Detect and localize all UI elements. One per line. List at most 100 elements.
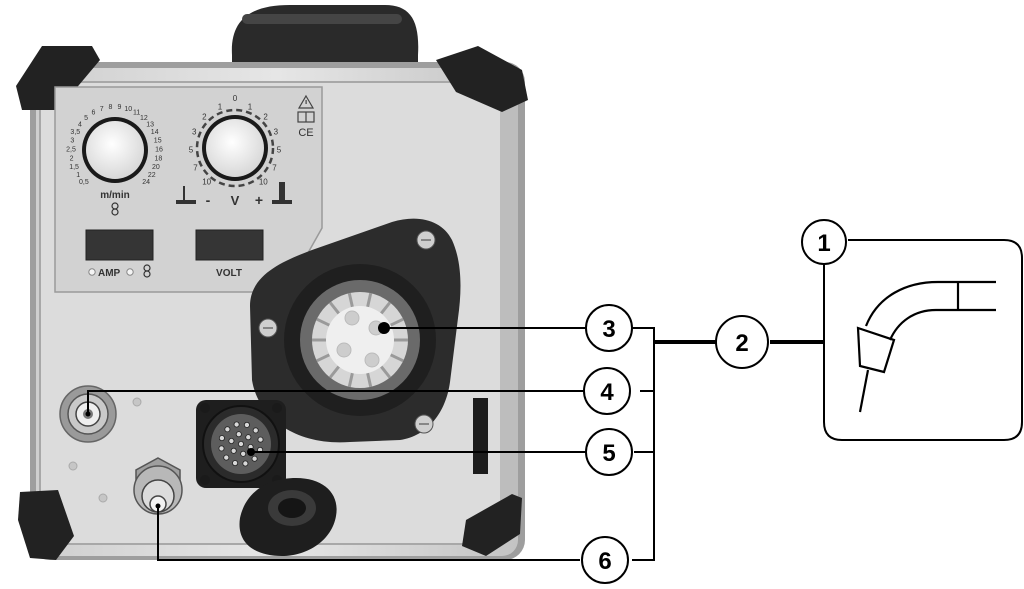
torch-glyph-icon (111, 202, 119, 216)
socket-pin (224, 426, 231, 433)
voltage-minus: - (206, 192, 211, 208)
socket-pin (233, 421, 240, 428)
voltage-tick-label: 7 (193, 163, 198, 172)
voltage-tick-label: 7 (272, 163, 277, 172)
wire-speed-tick-label: 5 (84, 115, 88, 122)
wire-speed-knob[interactable] (82, 117, 148, 183)
volt-display (195, 229, 264, 261)
vent-slot (473, 398, 488, 474)
socket-pin (230, 447, 237, 454)
welding-torch-box (823, 239, 1023, 441)
voltage-tick-label: 2 (263, 112, 268, 121)
voltage-tick-label: 3 (274, 128, 279, 137)
volt-display-label: VOLT (216, 268, 242, 279)
socket-pin (252, 427, 259, 434)
voltage-tick-label: 1 (218, 103, 223, 112)
socket-pin (218, 445, 225, 452)
warning-icon (297, 94, 315, 109)
voltage-tick-label: 5 (189, 146, 194, 155)
socket-pin (240, 450, 247, 457)
carry-handle (231, 5, 419, 68)
connector-fin (328, 301, 340, 315)
connector-fin (366, 292, 373, 308)
wire-indicator-led (126, 268, 134, 276)
connector-fin (347, 372, 354, 388)
socket-cap (239, 478, 337, 556)
socket-pin (218, 435, 225, 442)
connector-fin (380, 365, 392, 379)
connector-fin (316, 317, 331, 327)
wire-indicator-icon (143, 264, 151, 278)
wire-speed-tick-label: 16 (155, 147, 163, 154)
connector-fin (389, 317, 404, 327)
wire-speed-tick-label: 24 (142, 179, 150, 186)
wire-speed-tick-label: 6 (91, 110, 95, 117)
callout-4: 4 (583, 367, 631, 415)
svg-text:3: 3 (602, 316, 615, 343)
socket-pin (257, 436, 264, 443)
socket-pin (243, 421, 250, 428)
socket-pin (235, 431, 242, 438)
welding-torch-icon (856, 280, 996, 413)
wire-speed-tick-label: 4 (78, 121, 82, 128)
low-level-icon (176, 186, 196, 204)
wire-speed-tick-label: 10 (124, 106, 132, 113)
wire-speed-tick-label: 0,5 (79, 179, 89, 186)
central-torch-connector[interactable] (250, 218, 461, 443)
coupling-socket-lower[interactable] (133, 457, 183, 515)
connector-fin (366, 372, 373, 388)
svg-text:2: 2 (735, 330, 748, 357)
connector-fin (316, 353, 331, 363)
ce-mark: CE (298, 127, 313, 139)
wire-speed-tick-label: 22 (148, 172, 156, 179)
svg-text:6: 6 (598, 548, 611, 575)
voltage-scale-top: 0 (233, 94, 238, 103)
wire-speed-tick-label: 11 (133, 110, 140, 117)
amp-display-label: AMP (98, 268, 121, 279)
wire-speed-tick-label: 9 (118, 104, 122, 111)
connector-fin (380, 301, 392, 315)
voltage-plus: + (255, 192, 263, 208)
decorative-dots (68, 397, 142, 503)
svg-text:4: 4 (600, 379, 614, 406)
wire-speed-tick-label: 14 (151, 129, 159, 136)
svg-text:5: 5 (602, 440, 615, 467)
socket-pin (228, 437, 235, 444)
callout-5: 5 (585, 428, 633, 476)
socket-pin (245, 434, 252, 441)
voltage-knob[interactable] (202, 115, 268, 181)
connector-fins (312, 292, 408, 388)
voltage-symbol: V (231, 193, 240, 208)
amp-display (85, 229, 154, 261)
wire-speed-tick-label: 20 (152, 164, 160, 171)
wire-speed-tick-label: 3,5 (70, 129, 80, 136)
socket-pin (242, 460, 249, 467)
amp-indicator-led (88, 268, 96, 276)
callout-2: 2 (715, 315, 769, 369)
wire-speed-tick-label: 3 (70, 138, 74, 145)
connector-fin (389, 353, 404, 363)
connector-fin (347, 292, 354, 308)
callout-6: 6 (581, 536, 629, 584)
wire-speed-tick-label: 1,5 (69, 164, 79, 171)
voltage-tick-label: 5 (277, 146, 282, 155)
socket-pin (251, 455, 258, 462)
wire-speed-unit: m/min (100, 190, 129, 201)
high-level-icon (272, 182, 292, 204)
wire-speed-tick-label: 8 (109, 104, 113, 111)
voltage-tick-label: 10 (259, 178, 268, 187)
wire-speed-tick-label: 2 (70, 156, 74, 163)
voltage-dial-arc (195, 108, 275, 188)
wire-speed-tick-label: 13 (146, 121, 154, 128)
callout-3: 3 (585, 304, 633, 352)
manual-book-icon (297, 111, 315, 123)
wire-speed-tick-label: 15 (154, 138, 162, 145)
voltage-tick-label: 2 (202, 112, 207, 121)
control-socket[interactable] (196, 400, 286, 488)
wire-speed-tick-label: 12 (140, 115, 148, 122)
socket-pin (232, 460, 239, 467)
